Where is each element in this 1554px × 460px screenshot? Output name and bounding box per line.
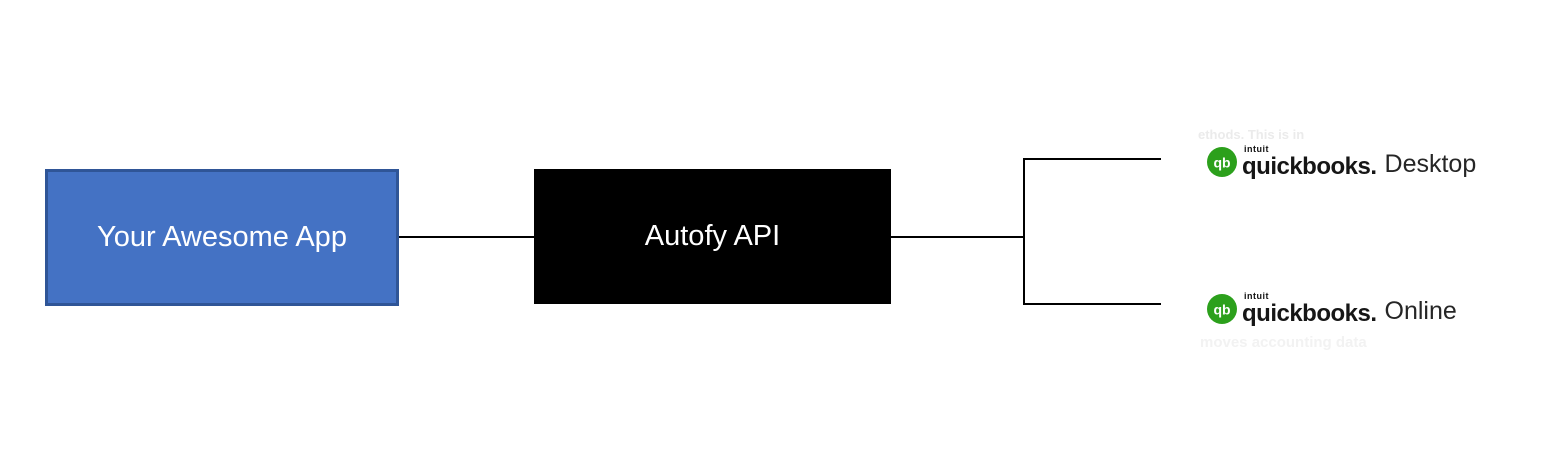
ghost-text-bottom: moves accounting data	[1200, 334, 1367, 351]
connector-api-to-branch	[891, 236, 1024, 238]
intuit-label: intuit	[1244, 144, 1269, 154]
quickbooks-wordmark-stack: intuit quickbooks.	[1242, 145, 1377, 179]
quickbooks-desktop-logo: qb intuit quickbooks. Desktop	[1207, 145, 1477, 179]
quickbooks-desktop-label: Desktop	[1384, 149, 1477, 178]
quickbooks-online-label: Online	[1384, 296, 1457, 325]
branch-vertical-line	[1023, 158, 1025, 305]
quickbooks-online-logo: qb intuit quickbooks. Online	[1207, 292, 1457, 326]
your-awesome-app-label: Your Awesome App	[97, 221, 347, 253]
autofy-api-label: Autofy API	[644, 220, 781, 252]
svg-text:qb: qb	[1213, 302, 1230, 318]
quickbooks-icon: qb	[1207, 147, 1237, 177]
intuit-label: intuit	[1244, 291, 1269, 301]
ghost-text-top: ethods. This is in	[1198, 127, 1305, 142]
connector-app-to-api	[399, 236, 534, 238]
quickbooks-wordmark-stack: intuit quickbooks.	[1242, 292, 1377, 326]
quickbooks-icon: qb	[1207, 294, 1237, 324]
your-awesome-app-box: Your Awesome App	[45, 169, 399, 306]
svg-text:qb: qb	[1213, 155, 1230, 171]
branch-line-desktop	[1023, 158, 1161, 160]
quickbooks-wordmark: quickbooks.	[1242, 300, 1377, 327]
autofy-api-box: Autofy API	[534, 169, 891, 304]
branch-line-online	[1023, 303, 1161, 305]
quickbooks-wordmark: quickbooks.	[1242, 153, 1377, 180]
